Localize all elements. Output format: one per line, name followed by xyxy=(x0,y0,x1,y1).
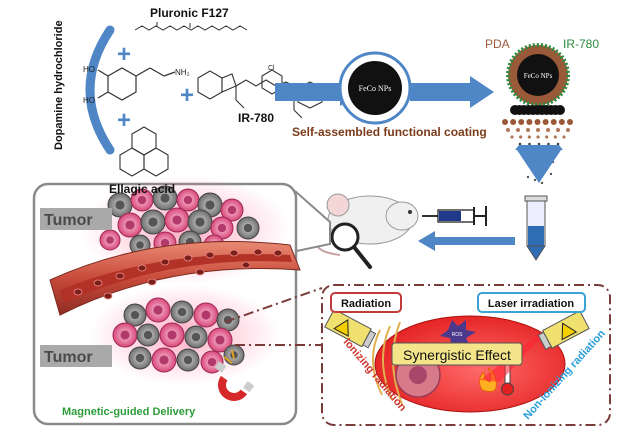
svg-text:NH₂: NH₂ xyxy=(175,68,190,77)
coated-particle xyxy=(506,43,570,107)
particle-dot xyxy=(556,142,560,146)
laser-source xyxy=(537,310,590,350)
particle-dot xyxy=(502,119,508,125)
tumor-label-bottom-bg xyxy=(40,345,112,367)
particle-dot xyxy=(537,142,541,146)
particle-dot xyxy=(545,135,549,139)
blood-cell xyxy=(183,254,193,262)
delivery-label: Magnetic-guided Delivery xyxy=(62,406,196,418)
ros-burst xyxy=(440,320,476,348)
reagent-bracket xyxy=(85,25,115,155)
particle-dot xyxy=(550,119,557,125)
blood-cell xyxy=(103,292,113,300)
particle-dot xyxy=(506,128,510,132)
particle-dot xyxy=(534,119,541,125)
svg-text:HO: HO xyxy=(83,96,95,105)
sample-tube xyxy=(524,195,548,261)
tumor-label-top-bg xyxy=(40,208,112,230)
blood-cell xyxy=(115,272,125,280)
particle-dot xyxy=(546,128,550,132)
magnet-icon xyxy=(214,349,255,401)
arrow-to-mouse xyxy=(418,231,515,251)
plus-bottom: + xyxy=(117,107,131,134)
particle-dot xyxy=(547,142,550,146)
blood-cells xyxy=(73,248,283,300)
blood-cell xyxy=(241,261,251,269)
laser-label-box xyxy=(477,292,586,313)
particle-dot xyxy=(526,175,530,179)
plus-middle: + xyxy=(180,82,194,109)
svg-text:HO: HO xyxy=(83,65,95,74)
funnel-arrow xyxy=(515,145,563,183)
tumor-label-top: Tumor xyxy=(44,212,93,229)
particle-dot xyxy=(527,135,531,139)
ellagic-acid-structure xyxy=(119,126,169,177)
blood-cell xyxy=(73,288,83,296)
tumor-label-bottom: Tumor xyxy=(44,349,93,366)
ir780-reagent-label: IR-780 xyxy=(238,111,274,125)
blood-vessel xyxy=(49,241,301,316)
particle-core-label: FeCo NPs xyxy=(524,72,553,80)
zoom-connectors xyxy=(224,287,323,346)
particle-dot xyxy=(536,135,540,139)
dopamine-label: Dopamine hydrochloride xyxy=(53,20,65,150)
particle-dot xyxy=(518,119,525,125)
particle-dot xyxy=(519,135,523,139)
tumor-cells-top xyxy=(99,185,260,256)
particle-dot xyxy=(556,128,560,132)
feco-core xyxy=(338,51,412,125)
blood-cell xyxy=(205,251,215,259)
blood-cell xyxy=(195,268,205,276)
svg-text:Cl: Cl xyxy=(268,65,275,72)
laser-label: Laser irradiation xyxy=(488,298,574,310)
particle-dot xyxy=(549,172,553,176)
radiation-source xyxy=(324,308,377,349)
particle-dot xyxy=(562,135,566,139)
blood-cell xyxy=(93,279,103,287)
particle-layers xyxy=(502,105,573,185)
radiation-label: Radiation xyxy=(341,298,391,310)
syringe-icon xyxy=(422,206,487,226)
particle-dot xyxy=(566,128,570,132)
particle-dot xyxy=(553,135,557,139)
ros-label: ROS xyxy=(452,332,464,338)
feco-core-label: FeCo NPs xyxy=(359,84,392,93)
ellagic-label: Ellagic acid xyxy=(109,182,175,196)
plus-top: + xyxy=(117,41,131,68)
particle-dot xyxy=(533,178,537,182)
blood-cell xyxy=(147,278,157,286)
blood-cell xyxy=(273,249,283,257)
magnifier-icon xyxy=(330,222,372,269)
particle-dot xyxy=(526,119,533,125)
particle-dot xyxy=(526,128,530,132)
particle-dot xyxy=(540,181,544,185)
particle-dot xyxy=(518,142,522,146)
blood-cell xyxy=(137,264,147,272)
arrow-to-particle xyxy=(410,76,494,108)
blood-cell xyxy=(253,248,263,256)
blood-cell xyxy=(160,258,170,266)
synergy-label: Synergistic Effect xyxy=(403,347,511,363)
particle-dot xyxy=(536,128,540,132)
particle-dot xyxy=(555,105,565,115)
blood-cell xyxy=(229,249,239,257)
pluronic-label: Pluronic F127 xyxy=(150,6,229,20)
synergy-label-box xyxy=(391,342,523,366)
dopamine-structure xyxy=(97,67,176,101)
particle-dot xyxy=(510,119,517,125)
callout-connector xyxy=(291,190,331,253)
coating-label: Self-assembled functional coating xyxy=(292,125,487,139)
particle-dot xyxy=(542,119,549,125)
radiation-label-box xyxy=(330,292,402,313)
particle-dot xyxy=(567,119,573,125)
particle-dot xyxy=(516,128,520,132)
pda-label: PDA xyxy=(485,37,510,51)
ir780-particle-label: IR-780 xyxy=(563,37,599,51)
mouse-icon xyxy=(316,193,419,256)
pluronic-structure xyxy=(134,22,248,31)
particle-dot xyxy=(558,119,565,125)
particle-dot xyxy=(510,135,514,139)
particle-dot xyxy=(528,142,531,146)
